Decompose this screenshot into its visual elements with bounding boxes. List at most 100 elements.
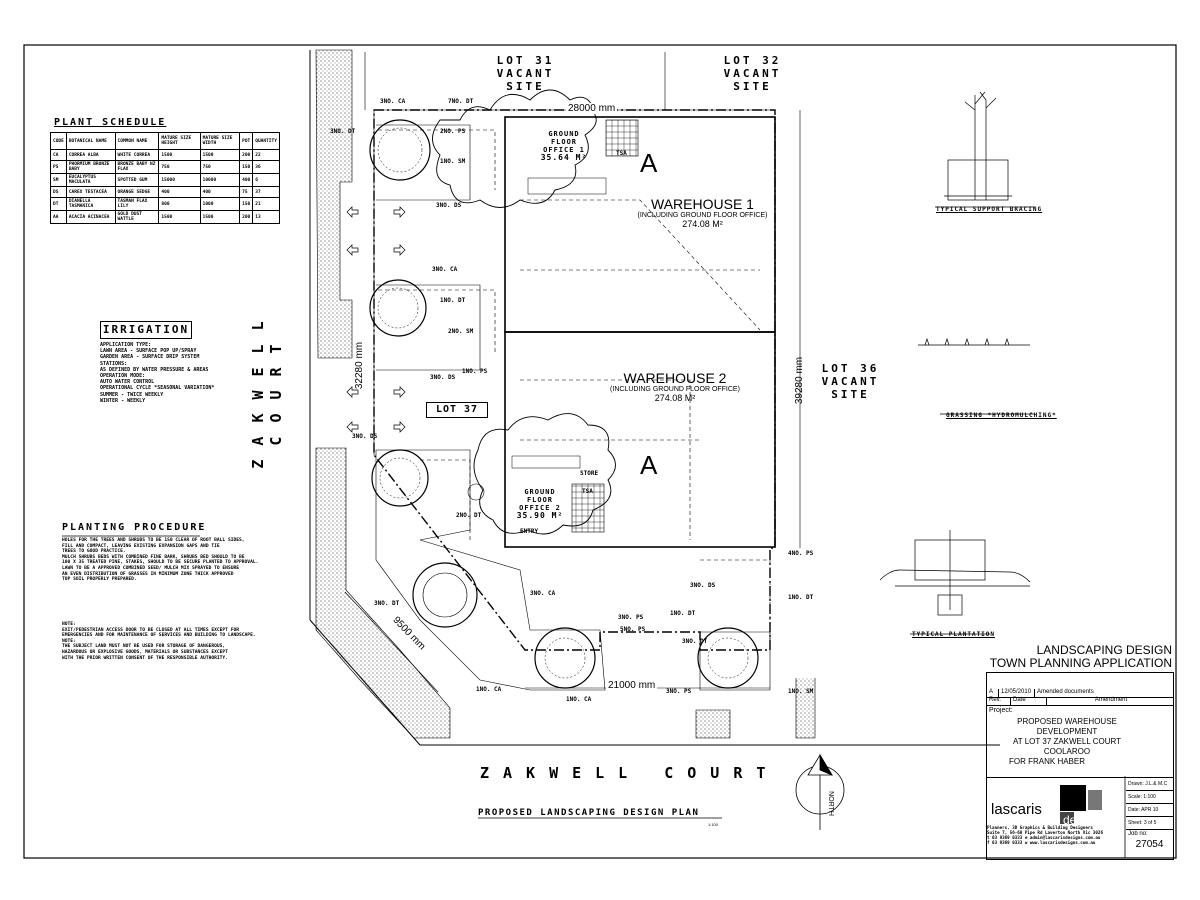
text-line: LAWN AREA - SURFACE POP UP/SPRAY xyxy=(100,348,197,355)
table-header-row: CODE BOTANICAL NAME COMMON NAME MATURE S… xyxy=(50,132,280,150)
dimension-bottom: 21000 mm xyxy=(606,680,658,691)
plant-tag: 3NO. DS xyxy=(690,582,716,589)
table-cell: ACACIA ACINACEA xyxy=(65,210,116,224)
table-cell: ORANGE SEDGE xyxy=(114,186,160,198)
job-label: Job no: xyxy=(1128,831,1148,837)
table-cell: 400 xyxy=(239,173,254,187)
text-line: SUMMER - TWICE WEEKLY xyxy=(100,391,164,398)
text-line: HOLES FOR THE TREES AND SHRUBS TO BE 150… xyxy=(62,538,245,543)
plant-tag: 5NO. PS xyxy=(620,626,646,633)
table-cell: CA xyxy=(50,149,67,161)
text-line: EMERGENCIES AND FOR MAINTENANCE OF SERVI… xyxy=(62,633,256,639)
column-header: CODE xyxy=(50,132,67,150)
job-number: 27054 xyxy=(1135,839,1164,850)
table-cell: 1500 xyxy=(158,210,201,224)
warehouse-2-zone-letter: A xyxy=(640,450,658,480)
text-line: TOP SOIL PROPERLY PREPARED. xyxy=(62,577,137,583)
text-line: FILL AND COMPACT, LEAVING EXISTING EXPAN… xyxy=(62,543,220,549)
dimension-left: 32280 mm xyxy=(354,341,366,390)
text-line: NOTE: xyxy=(62,622,76,627)
table-cell: GOLD DUST WATTLE xyxy=(114,210,160,224)
table-cell: DT xyxy=(50,197,67,211)
company-logo-text: lascaris xyxy=(991,801,1042,818)
north-label: NORTH xyxy=(826,791,834,816)
table-cell: 750 xyxy=(199,160,241,174)
company-logo-text-2: designs xyxy=(1063,813,1105,827)
table-cell: SM xyxy=(50,173,67,187)
text-line: 100 X 35 TREATED PINE, STAKES, SHOULD TO… xyxy=(62,560,259,566)
plant-tag: 2NO. DT xyxy=(456,512,482,519)
general-notes: NOTE:EXIT/PEDESTRIAN ACCESS DOOR TO BE C… xyxy=(62,622,302,661)
table-cell: 36 xyxy=(252,160,280,174)
title-block: A 12/05/2010 Amended documents Rev. Date… xyxy=(986,672,1174,860)
planting-procedure-text: HOLES FOR THE TREES AND SHRUBS TO BE 150… xyxy=(62,538,302,583)
table-cell: DS xyxy=(50,186,67,198)
table-cell: 1500 xyxy=(199,149,241,161)
plant-tag: 1NO. DT xyxy=(440,297,466,304)
table-cell: 1500 xyxy=(158,149,201,161)
drawn-by: Drawn: J.L.& M.C xyxy=(1126,778,1173,791)
column-header: MATURE SIZE HEIGHT xyxy=(158,132,201,150)
project-label: Project: xyxy=(989,707,1013,714)
table-cell: 37 xyxy=(252,186,280,198)
column-header: QUANTITY xyxy=(252,132,280,150)
planting-procedure-title: PLANTING PROCEDURE xyxy=(62,522,207,533)
table-cell: 15000 xyxy=(158,173,201,187)
plant-tag: 1NO. DT xyxy=(670,610,696,617)
table-cell: 150 xyxy=(239,197,254,211)
table-cell: 200 xyxy=(239,210,254,224)
drawing-scale: Scale: 1:100 xyxy=(1126,791,1173,804)
table-cell: 400 xyxy=(158,186,201,198)
text-line: WITH THE PRIOR WRITTEN CONSENT OF THE RE… xyxy=(62,655,228,661)
tsa-1-label: TSA xyxy=(616,150,627,157)
revision-header-row: Rev. Date Amendment xyxy=(987,697,1173,706)
entry-label: ENTRY xyxy=(520,528,539,535)
table-cell: PS xyxy=(50,160,67,174)
table-cell: 800 xyxy=(158,197,201,211)
plant-tag: 3NO. DS xyxy=(436,202,462,209)
detail-grassing-title: GRASSING *HYDROMULCHING* xyxy=(946,412,1057,419)
table-cell: EUCALYPTUS MACULATA xyxy=(65,173,116,187)
plant-tag: 3NO. DT xyxy=(374,600,400,607)
table-cell: 1000 xyxy=(199,197,241,211)
table-cell: BRONZE BABY NZ FLAX xyxy=(114,160,160,174)
revision-row: A 12/05/2010 Amended documents xyxy=(987,689,1173,698)
plant-tag: 3NO. CA xyxy=(380,98,406,105)
table-cell: 22 xyxy=(252,149,280,161)
plant-tag: 2NO. PS xyxy=(440,128,466,135)
plant-tag: 1NO. CA xyxy=(476,686,502,693)
plant-tag: 3NO. CA xyxy=(530,590,556,597)
table-cell: 200 xyxy=(239,149,254,161)
table-cell: 21 xyxy=(252,197,280,211)
plant-tag: 4NO. PS xyxy=(788,550,814,557)
title-block-heading: LANDSCAPING DESIGN TOWN PLANNING APPLICA… xyxy=(989,643,1172,670)
column-header: MATURE SIZE WIDTH xyxy=(199,132,241,150)
scale-note: 1:100 xyxy=(708,822,719,827)
table-cell: 1500 xyxy=(199,210,241,224)
warehouse-1-zone-letter: A xyxy=(640,148,658,178)
irrigation-notes: APPLICATION TYPE:LAWN AREA - SURFACE POP… xyxy=(100,342,260,404)
text-line: AN EVEN DISTRIBUTION OF GRASSES IN MINIM… xyxy=(62,571,234,577)
warehouse-1-label: WAREHOUSE 1 (INCLUDING GROUND FLOOR OFFI… xyxy=(637,196,768,229)
text-line: MULCH SHRUBS BEDS WITH COMBINED FINE BAR… xyxy=(62,554,245,560)
text-line: OPERATIONAL CYCLE *SEASONAL VARIATION* xyxy=(100,385,215,392)
text-line: OPERATION MODE: xyxy=(100,373,146,380)
table-cell: WHITE CORREA xyxy=(114,149,160,161)
table-cell: 75 xyxy=(239,186,254,198)
lot-37-label: LOT 37 xyxy=(426,402,488,418)
irrigation-title: IRRIGATION xyxy=(100,321,192,339)
text-line: GARDEN AREA - SURFACE DRIP SYSTEM xyxy=(100,354,200,361)
